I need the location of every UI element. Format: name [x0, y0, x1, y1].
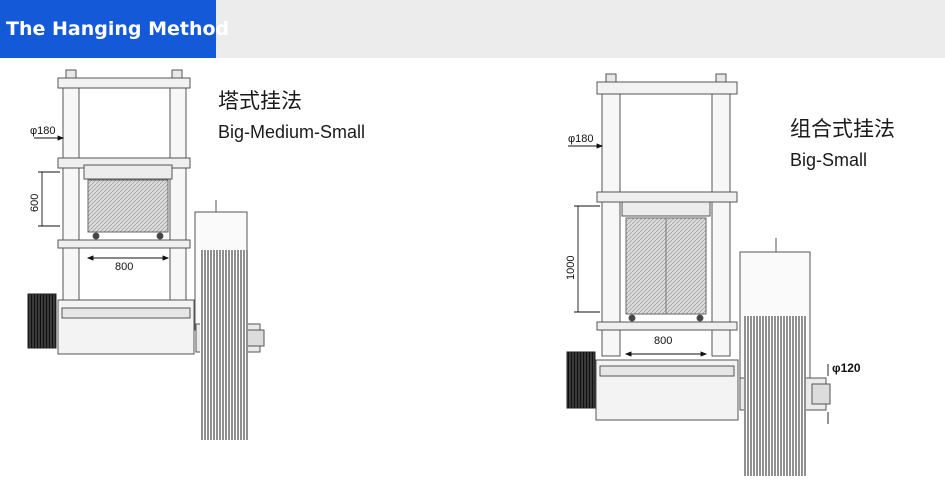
left-dim-height: 600 [29, 194, 41, 212]
right-dim-diameter: φ180 [568, 133, 594, 145]
left-frame-diagram [27, 69, 265, 440]
right-dim-shaft: φ120 [832, 361, 861, 375]
left-title-cn: 塔式挂法 [218, 89, 302, 113]
right-dimensions [568, 143, 829, 424]
right-dim-width: 800 [654, 335, 672, 347]
right-dim-height: 1000 [565, 256, 577, 280]
right-title-cn: 组合式挂法 [790, 117, 895, 141]
left-title-en: Big-Medium-Small [218, 122, 365, 142]
right-frame-diagram [566, 73, 831, 476]
left-dim-diameter: φ180 [30, 125, 56, 137]
page-title: The Hanging Method [0, 0, 229, 58]
left-dimensions [34, 135, 170, 261]
right-title-en: Big-Small [790, 150, 867, 170]
left-dim-width: 800 [115, 261, 133, 273]
